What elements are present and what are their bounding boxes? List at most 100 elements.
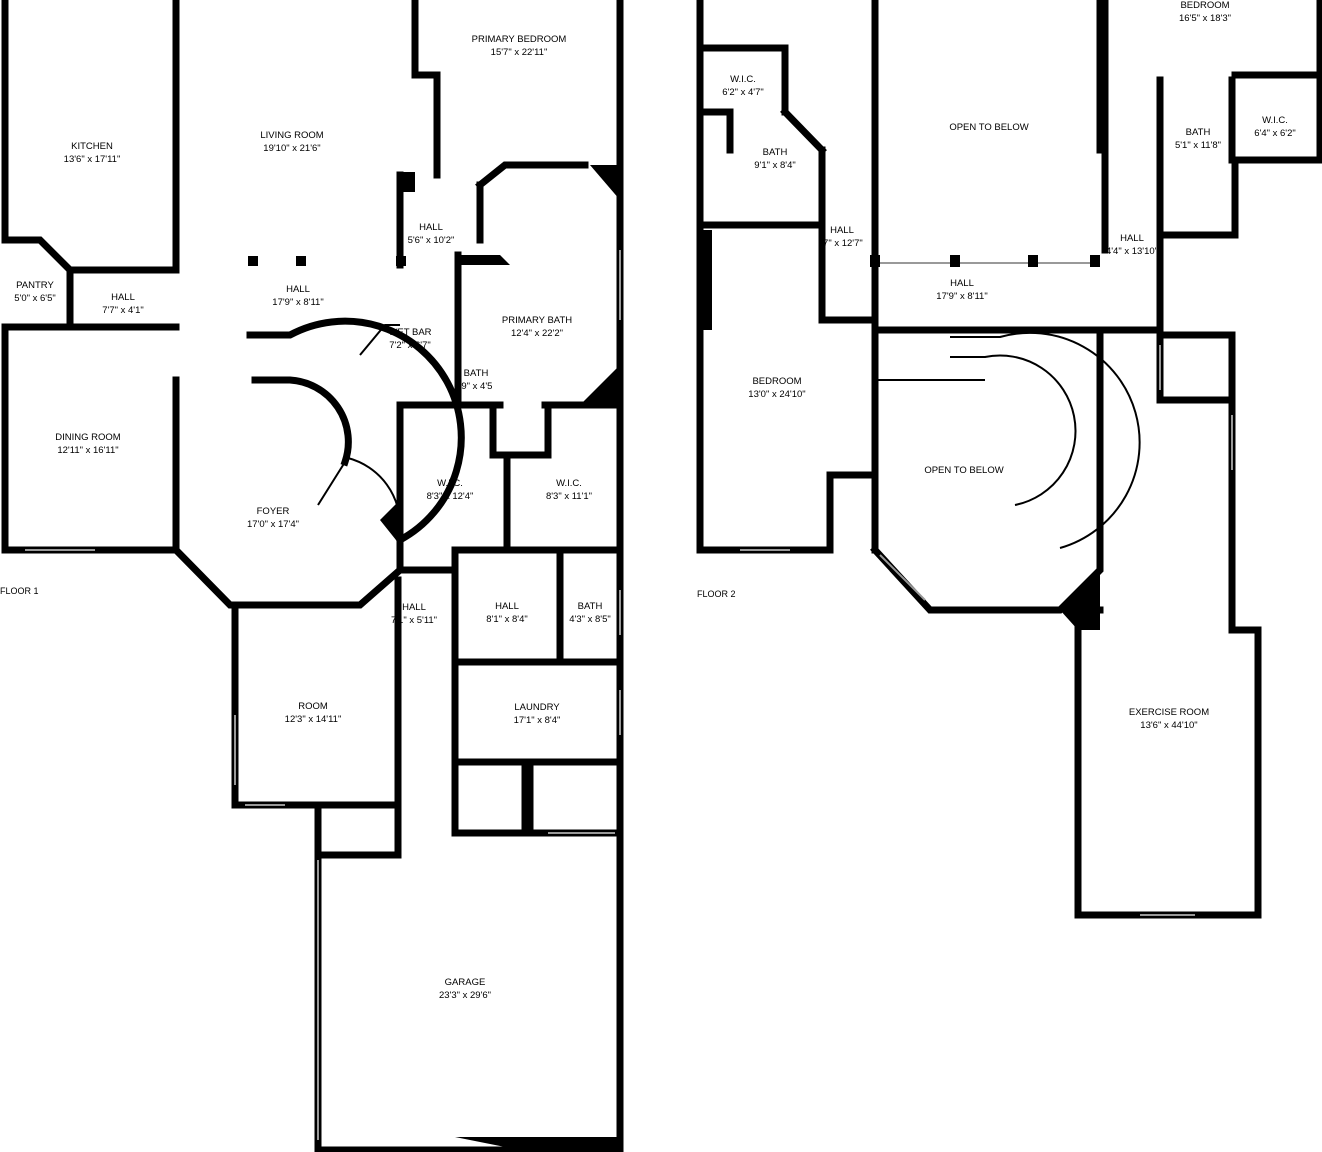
floor-2-walls [696, 0, 1322, 919]
room-name: W.I.C. [730, 74, 756, 85]
room-name: ROOM [298, 701, 328, 712]
room-name: BATH [464, 368, 489, 379]
room-name: LIVING ROOM [260, 130, 323, 141]
floor-label: FLOOR 2 [697, 589, 736, 599]
room-name: W.I.C. [437, 478, 463, 489]
room-foyer: FOYER 17'0" x 17'4" [247, 506, 299, 530]
room-bath: BATH 5'1" x 11'8" [1175, 127, 1221, 151]
room-bedroom: BEDROOM 13'0" x 24'10" [748, 376, 805, 400]
room-wic: W.I.C. 6'2" x 4'7" [722, 74, 764, 98]
room-name: BATH [763, 147, 788, 158]
room-size: 17'0" x 17'4" [247, 519, 299, 530]
room-wic: W.I.C. 8'3" x 12'4" [427, 478, 474, 502]
room-name: HALL [950, 278, 974, 289]
room-size: 9'1" x 8'4" [754, 160, 796, 171]
room-name: PANTRY [16, 280, 54, 291]
room-size: 8'3" x 11'1" [546, 491, 592, 502]
room-hall: HALL 5'6" x 10'2" [408, 222, 455, 246]
room-hall: HALL 8'1" x 8'4" [486, 601, 528, 625]
room-size: 12'4" x 22'2" [511, 328, 563, 339]
floor-1-labels: FLOOR 1 PRIMARY BEDROOM 15'7" x 22'11" KI… [0, 34, 611, 1001]
room-hall: HALL '7" x 12'7" [821, 225, 863, 249]
room-size: 17'9" x 8'11" [272, 297, 323, 308]
room-name: PRIMARY BEDROOM [472, 34, 567, 45]
room-name: BATH [578, 601, 603, 612]
room-open-to-below: OPEN TO BELOW [924, 465, 1003, 476]
room-name: HALL [419, 222, 443, 233]
floor-label: FLOOR 1 [0, 586, 39, 596]
room-size: 7'1" x 5'11" [391, 615, 437, 626]
room-size: 13'6" x 44'10" [1140, 720, 1197, 731]
room-name: HALL [495, 601, 519, 612]
room-wet-bar: WET BAR 7'2" x 6'7" [388, 327, 431, 351]
room-size: 7'7" x 4'1" [102, 305, 144, 316]
room-name: HALL [286, 284, 310, 295]
room-laundry: LAUNDRY 17'1" x 8'4" [514, 702, 561, 726]
room-name: GARAGE [445, 977, 486, 988]
room-name: W.I.C. [556, 478, 582, 489]
room-garage: GARAGE 23'3" x 29'6" [439, 977, 491, 1001]
room-hall: HALL 17'9" x 8'11" [936, 278, 987, 302]
room-pantry: PANTRY 5'0" x 6'5" [14, 280, 56, 304]
room-name: W.I.C. [1262, 115, 1288, 126]
room-living-room: LIVING ROOM 19'10" x 21'6" [260, 130, 323, 154]
floor-1-walls [1, 0, 624, 1152]
room-size: 4'3" x 8'5" [569, 614, 611, 625]
room-size: 23'3" x 29'6" [439, 990, 491, 1001]
room-size: '7" x 12'7" [821, 238, 863, 249]
room-size: 5'0" x 6'5" [14, 293, 56, 304]
room-size: 8'1" x 8'4" [486, 614, 528, 625]
room-size: 17'1" x 8'4" [514, 715, 561, 726]
room-primary-bedroom: PRIMARY BEDROOM 15'7" x 22'11" [472, 34, 567, 58]
room-room: ROOM 12'3" x 14'11" [285, 701, 342, 725]
room-primary-bath: PRIMARY BATH 12'4" x 22'2" [502, 315, 572, 339]
room-exercise-room: EXERCISE ROOM 13'6" x 44'10" [1129, 707, 1209, 731]
floor-2-labels: FLOOR 2 BEDROOM 16'5" x 18'3" W.I.C. 6'2" … [697, 0, 1296, 731]
room-size: 19'10" x 21'6" [263, 143, 320, 154]
room-hall: HALL 4'4" x 13'10" [1106, 233, 1158, 257]
room-size: 6'2" x 4'7" [722, 87, 764, 98]
room-name: PRIMARY BATH [502, 315, 572, 326]
room-name: HALL [1120, 233, 1144, 244]
room-size: 17'9" x 8'11" [936, 291, 987, 302]
room-size: 4'4" x 13'10" [1106, 246, 1158, 257]
room-name: HALL [111, 292, 135, 303]
room-wic: W.I.C. 8'3" x 11'1" [546, 478, 592, 502]
room-size: 12'11" x 16'11" [57, 445, 118, 456]
room-bath: BATH '9" x 4'5 [460, 368, 493, 392]
room-name: LAUNDRY [514, 702, 560, 713]
room-hall: HALL 17'9" x 8'11" [272, 284, 323, 308]
room-size: 6'4" x 6'2" [1254, 128, 1296, 139]
room-bath: BATH 4'3" x 8'5" [569, 601, 611, 625]
room-open-to-below: OPEN TO BELOW [949, 122, 1028, 133]
room-name: EXERCISE ROOM [1129, 707, 1209, 718]
room-name: FOYER [257, 506, 290, 517]
room-name: WET BAR [388, 327, 431, 338]
room-bath: BATH 9'1" x 8'4" [754, 147, 796, 171]
room-size: 16'5" x 18'3" [1179, 13, 1231, 24]
room-size: 8'3" x 12'4" [427, 491, 474, 502]
room-wic: W.I.C. 6'4" x 6'2" [1254, 115, 1296, 139]
room-size: 13'6" x 17'11" [64, 154, 121, 165]
room-size: 13'0" x 24'10" [748, 389, 805, 400]
room-size: '9" x 4'5 [460, 381, 493, 392]
room-name: BEDROOM [752, 376, 801, 387]
room-size: 15'7" x 22'11" [491, 47, 548, 58]
room-size: 5'1" x 11'8" [1175, 140, 1221, 151]
room-name: DINING ROOM [55, 432, 121, 443]
room-bedroom: BEDROOM 16'5" x 18'3" [1179, 0, 1231, 24]
room-size: 5'6" x 10'2" [408, 235, 455, 246]
room-size: 7'2" x 6'7" [389, 340, 431, 351]
room-name: OPEN TO BELOW [924, 465, 1003, 476]
room-name: HALL [402, 602, 426, 613]
room-name: HALL [830, 225, 854, 236]
room-name: BATH [1186, 127, 1211, 138]
room-hall: HALL 7'7" x 4'1" [102, 292, 144, 316]
room-name: OPEN TO BELOW [949, 122, 1028, 133]
room-name: BEDROOM [1180, 0, 1229, 11]
room-size: 12'3" x 14'11" [285, 714, 342, 725]
room-hall: HALL 7'1" x 5'11" [391, 602, 437, 626]
room-dining-room: DINING ROOM 12'11" x 16'11" [55, 432, 121, 456]
